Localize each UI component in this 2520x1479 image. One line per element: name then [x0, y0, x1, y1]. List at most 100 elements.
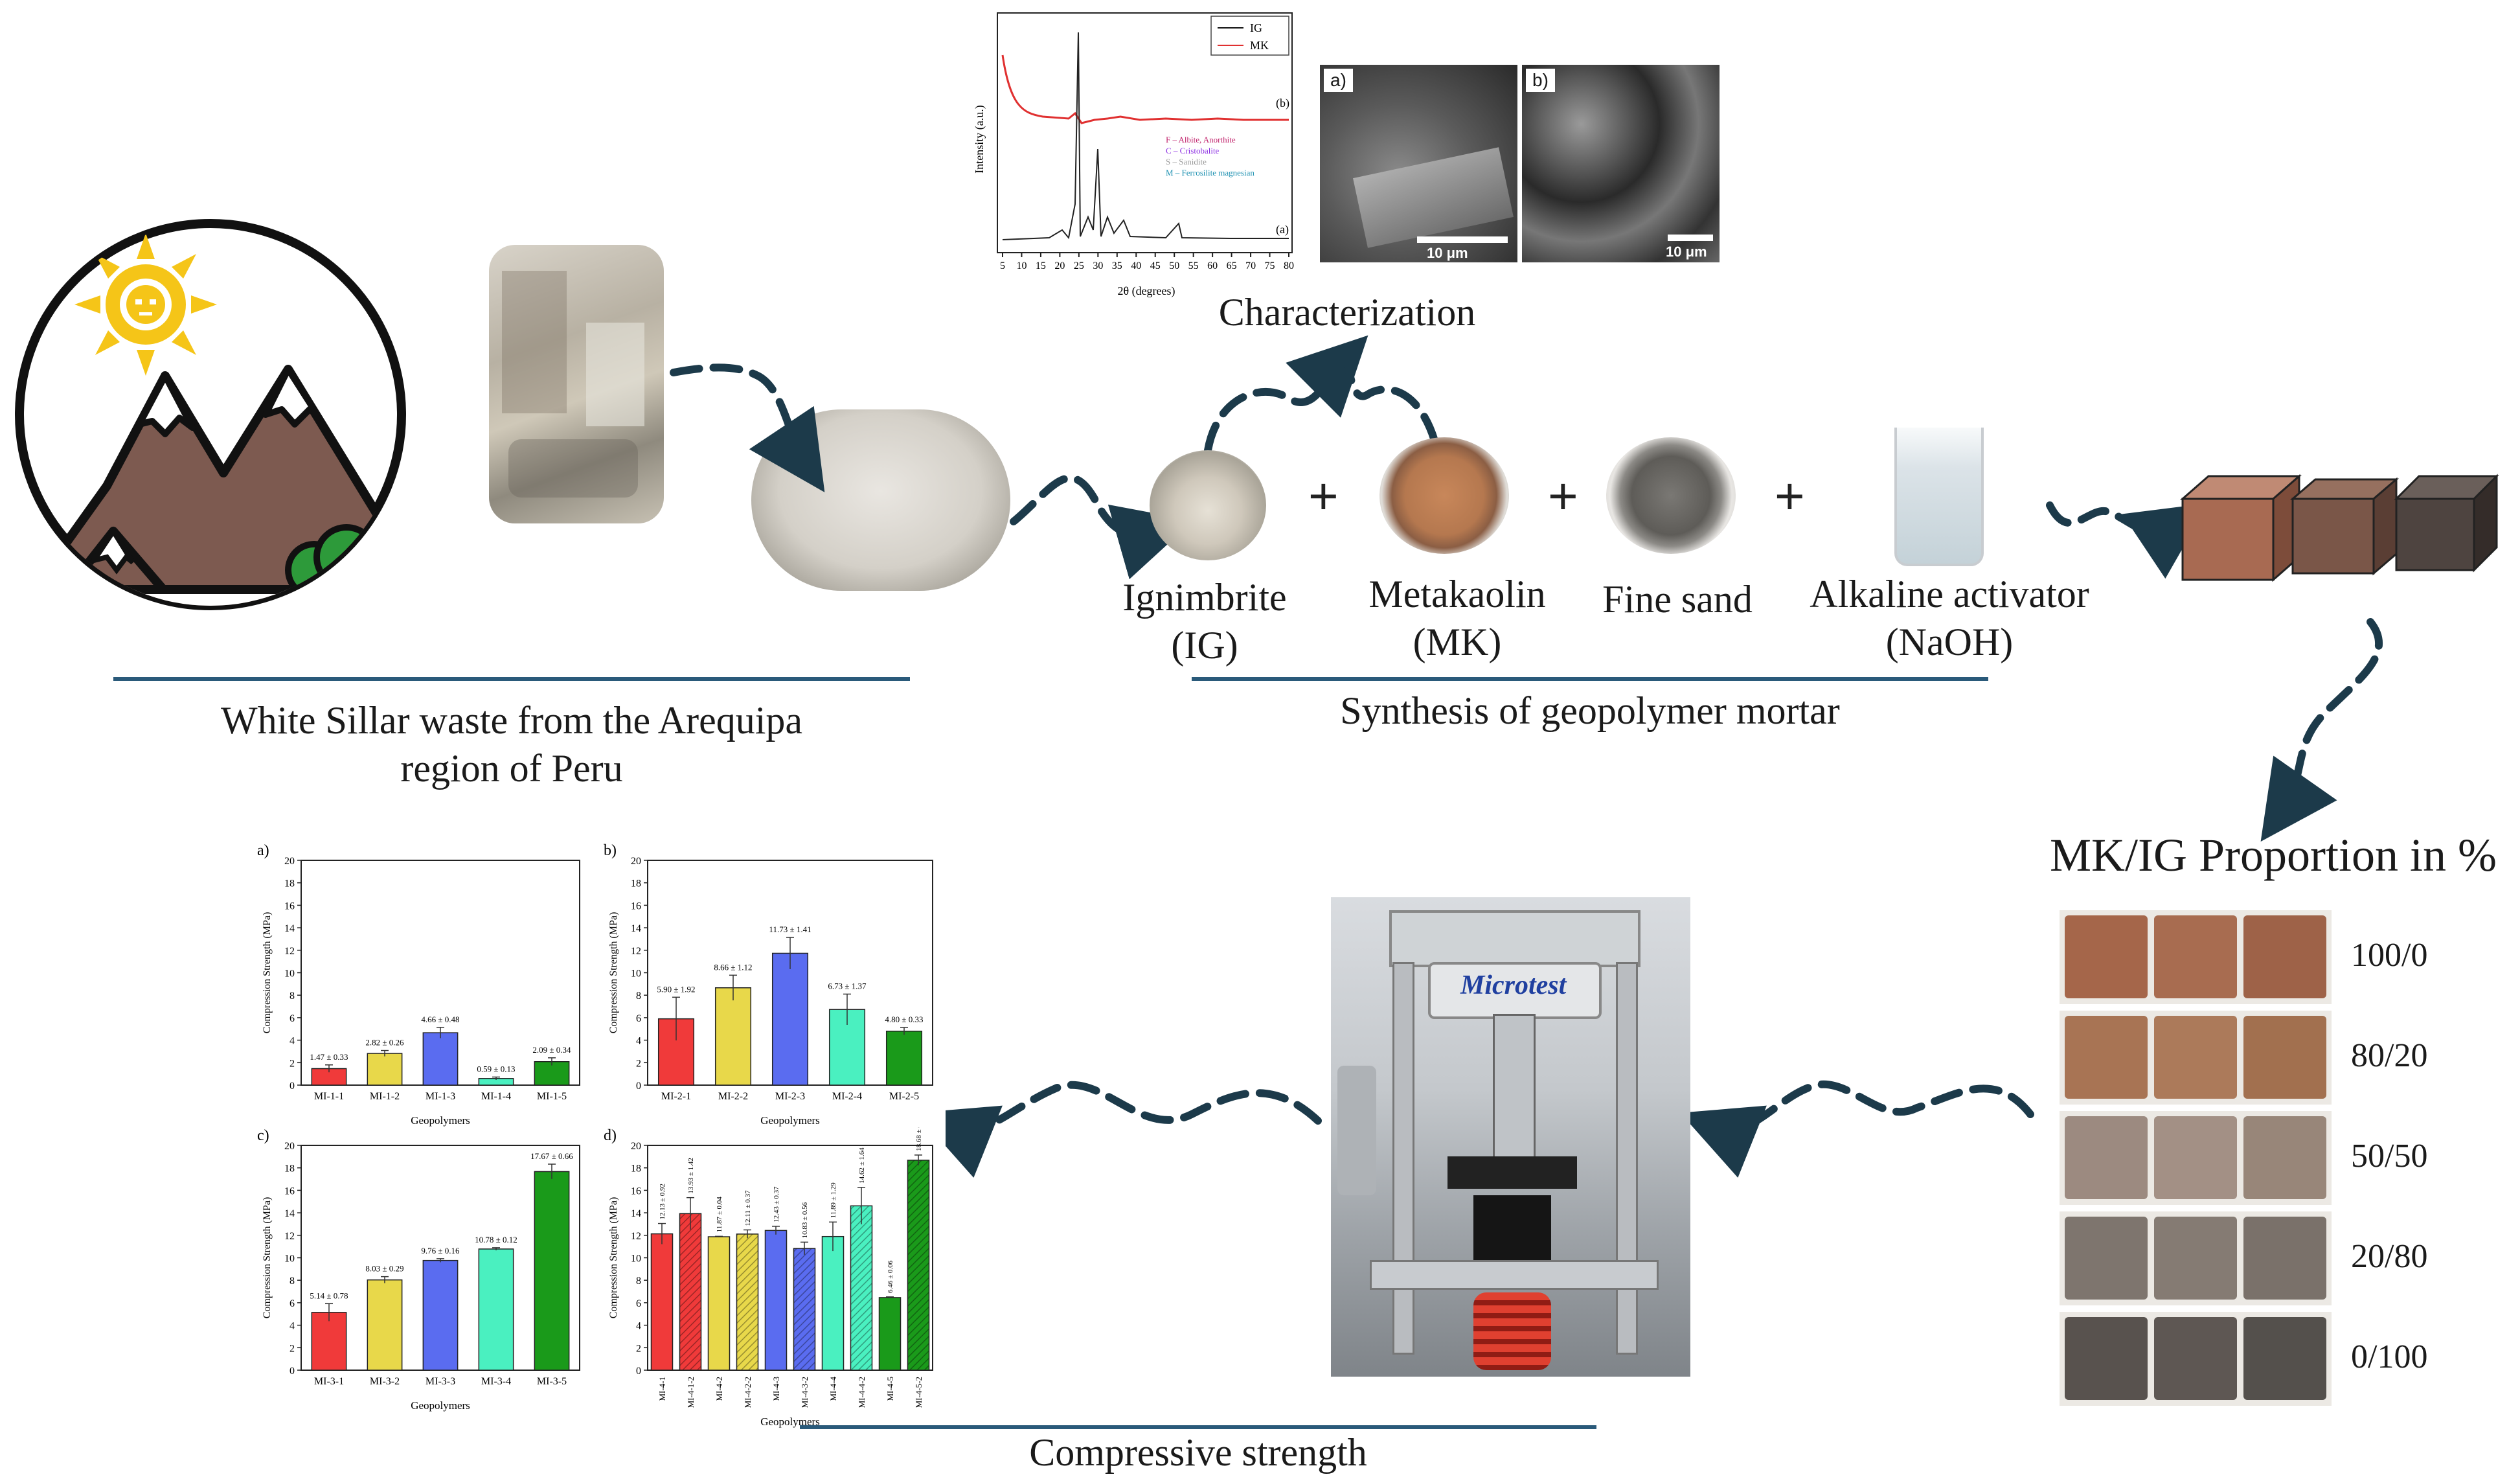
y-tick-label: 16: [284, 900, 295, 911]
source-underline: [113, 677, 910, 681]
y-tick-label: 14: [631, 1208, 641, 1219]
y-tick-label: 8: [636, 991, 641, 1002]
data-label: 10.78 ± 0.12: [475, 1235, 517, 1244]
proportion-title: MK/IG Proportion in %: [2050, 829, 2497, 881]
bar: [367, 1279, 403, 1371]
x-tick-label: MI-1-3: [426, 1091, 455, 1102]
xrd-xtick: 70: [1245, 260, 1256, 271]
bar: [907, 1160, 930, 1371]
source-title: White Sillar waste from the Arequipa reg…: [113, 696, 910, 792]
y-tick-label: 20: [631, 856, 641, 867]
material-sand: Fine sand: [1574, 575, 1781, 623]
y-tick-label: 0: [289, 1081, 295, 1092]
proportion-row-4: [2060, 1211, 2332, 1305]
bar: [714, 987, 752, 1086]
xrd-phase-m: M – Ferrosilite magnesian: [1166, 168, 1254, 178]
data-label: 8.03 ± 0.29: [365, 1264, 403, 1274]
sem-panel-b-label: b): [1526, 69, 1555, 92]
y-tick-label: 18: [284, 878, 295, 889]
x-axis-label: Geopolymers: [760, 1416, 820, 1428]
y-axis-label: Compression Strength (MPa): [608, 912, 619, 1034]
y-axis-label: Compression Strength (MPa): [608, 1197, 619, 1319]
x-tick-label: MI-3-4: [481, 1376, 511, 1387]
y-tick-label: 2: [289, 1343, 295, 1354]
y-tick-label: 10: [284, 1254, 295, 1265]
data-label: 6.73 ± 1.37: [828, 981, 867, 991]
x-tick-label: MI-4-2: [714, 1377, 724, 1401]
y-tick-label: 2: [289, 1058, 295, 1069]
metakaolin-photo: [1379, 437, 1509, 554]
bar: [707, 1236, 731, 1371]
proportion-row-5: [2060, 1312, 2332, 1406]
xrd-xtick: 65: [1227, 260, 1237, 271]
bar: [793, 1248, 816, 1371]
y-tick-label: 2: [636, 1058, 641, 1069]
sem-image-a: a) 10 μm: [1320, 65, 1517, 262]
y-tick-label: 10: [631, 1254, 641, 1265]
xrd-legend-ig: IG: [1250, 21, 1262, 34]
chart-panel-label: d): [604, 1127, 617, 1144]
y-tick-label: 16: [631, 900, 641, 911]
y-tick-label: 6: [636, 1298, 641, 1309]
mountain-sun-icon: [15, 219, 406, 610]
y-tick-label: 0: [636, 1081, 641, 1092]
synthesis-underline: [1192, 677, 1988, 681]
x-tick-label: MI-2-3: [775, 1091, 805, 1102]
xrd-xtick: 60: [1207, 260, 1218, 271]
xrd-phase-s: S – Sanidite: [1166, 157, 1207, 166]
y-tick-label: 6: [289, 1298, 295, 1309]
testing-machine-photo: Microtest: [1331, 897, 1690, 1377]
cube-2: [2289, 477, 2400, 576]
y-tick-label: 16: [631, 1186, 641, 1197]
x-tick-label: MI-4-1-2: [686, 1377, 696, 1408]
geopolymer-cubes: [2180, 474, 2499, 582]
data-label: 11.73 ± 1.41: [769, 924, 811, 934]
x-tick-label: MI-2-1: [661, 1091, 691, 1102]
data-label: 4.80 ± 0.33: [885, 1015, 923, 1024]
y-tick-label: 10: [631, 969, 641, 980]
xrd-xtick: 75: [1265, 260, 1275, 271]
y-tick-label: 20: [284, 1141, 295, 1152]
y-tick-label: 20: [631, 1141, 641, 1152]
y-tick-label: 4: [636, 1036, 641, 1047]
bar: [885, 1030, 923, 1086]
x-tick-label: MI-4-3: [771, 1377, 781, 1401]
data-label: 17.67 ± 0.66: [530, 1151, 573, 1161]
y-tick-label: 12: [631, 1231, 641, 1242]
bar: [878, 1297, 902, 1371]
xrd-xlabel: 2θ (degrees): [1117, 284, 1175, 298]
bar: [850, 1205, 873, 1371]
material-naoh-abbr: (NaOH): [1885, 621, 2014, 663]
quarry-photo: [489, 245, 664, 523]
y-tick-label: 0: [289, 1366, 295, 1377]
x-tick-label: MI-4-4-2: [857, 1377, 867, 1408]
data-label: 1.47 ± 0.33: [310, 1052, 348, 1062]
chart-panel-label: b): [604, 842, 617, 859]
x-tick-label: MI-4-1: [657, 1377, 667, 1401]
xrd-xtick: 80: [1284, 260, 1294, 271]
x-tick-label: MI-3-2: [370, 1376, 400, 1387]
xrd-xtick: 15: [1036, 260, 1046, 271]
chart-panel-label: c): [257, 1127, 269, 1144]
x-tick-label: MI-3-5: [537, 1376, 567, 1387]
bar: [422, 1032, 459, 1086]
bar: [821, 1235, 845, 1371]
y-tick-label: 14: [284, 1208, 295, 1219]
x-tick-label: MI-2-2: [718, 1091, 748, 1102]
proportion-row-3: [2060, 1111, 2332, 1205]
chart-panel-label: a): [257, 842, 269, 859]
y-tick-label: 2: [636, 1343, 641, 1354]
data-label: 8.66 ± 1.12: [714, 962, 752, 972]
proportion-label-1: 100/0: [2351, 937, 2428, 974]
y-tick-label: 14: [631, 923, 641, 934]
fine-sand-photo: [1606, 437, 1736, 554]
proportion-label-2: 80/20: [2351, 1037, 2428, 1074]
y-tick-label: 12: [284, 946, 295, 957]
source-title-line1: White Sillar waste from the Arequipa: [220, 699, 803, 742]
y-tick-label: 0: [636, 1366, 641, 1377]
x-tick-label: MI-4-5-2: [914, 1377, 924, 1408]
bar: [367, 1053, 403, 1086]
proportion-label-4: 20/80: [2351, 1238, 2428, 1275]
